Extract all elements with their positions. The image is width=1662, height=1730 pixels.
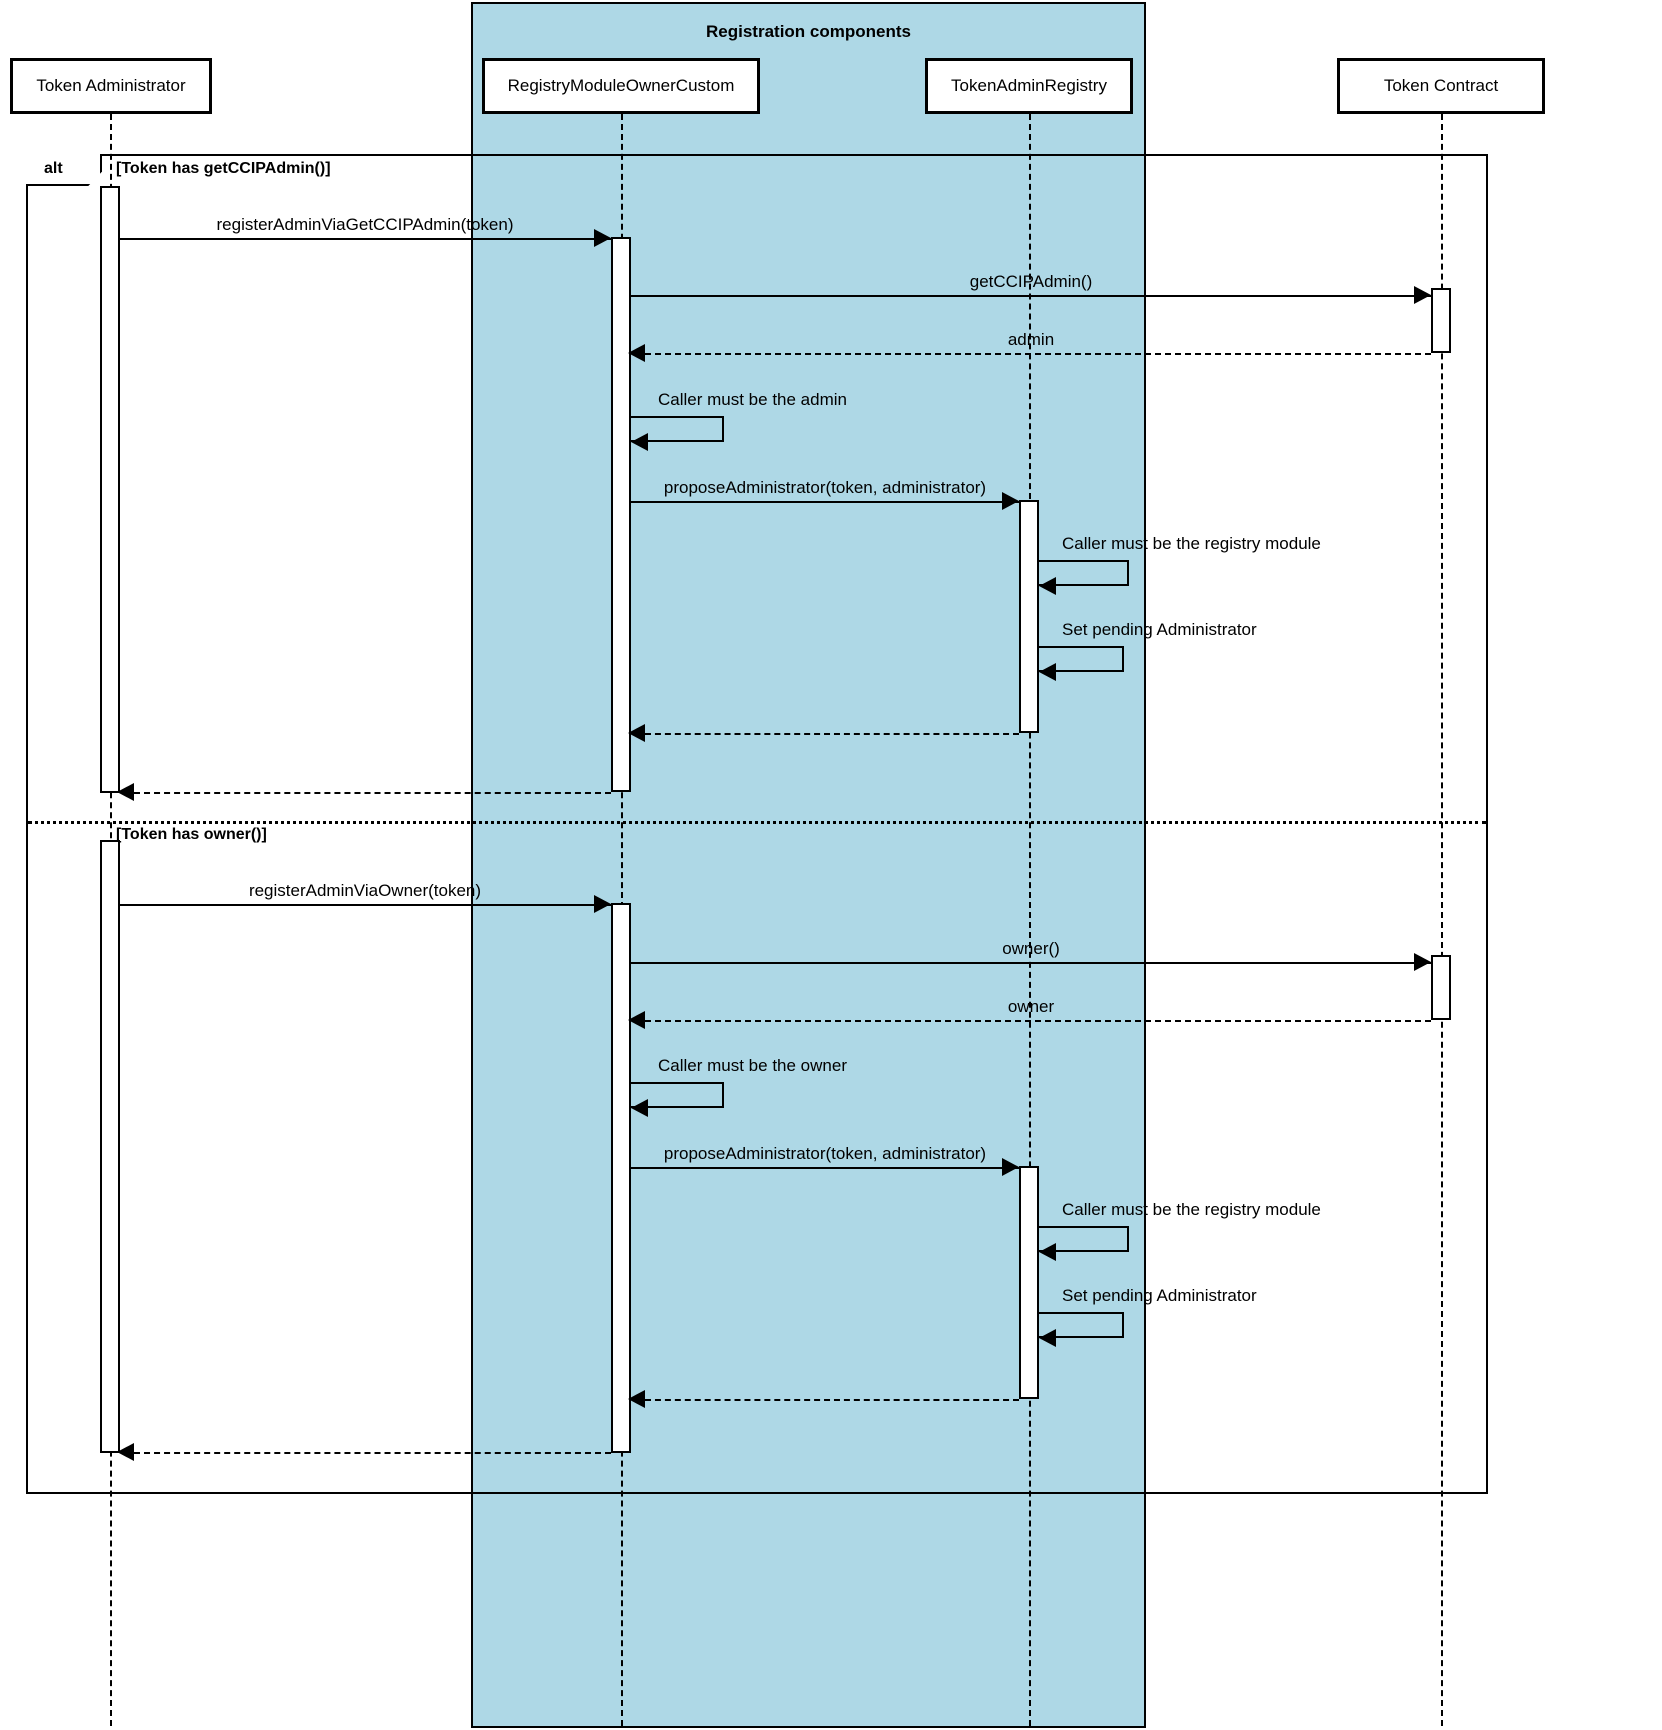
alt-branch-divider — [28, 821, 1486, 824]
message-label-owner-return: owner — [1007, 997, 1055, 1016]
activation-registry-module-2 — [611, 903, 631, 1453]
activation-token-administrator-2 — [100, 840, 120, 1453]
message-label-caller-must-be-registry-module-2: Caller must be the registry module — [1062, 1200, 1321, 1219]
message-line-return-to-token-administrator-2 — [134, 1452, 611, 1454]
activation-token-contract-1 — [1431, 288, 1451, 353]
arrowhead-left — [631, 1099, 648, 1117]
participant-label: Token Contract — [1383, 76, 1499, 95]
message-line-return-to-registry-module — [645, 733, 1019, 735]
arrowhead-left — [628, 344, 645, 362]
alt-guard-branch-2: [Token has owner()] — [116, 826, 267, 843]
arrowhead-left — [117, 783, 134, 801]
group-box-registration-components — [471, 2, 1146, 1728]
message-label-set-pending-administrator: Set pending Administrator — [1062, 620, 1257, 639]
message-line-owner-return — [645, 1020, 1431, 1022]
arrowhead-left — [628, 724, 645, 742]
message-label-caller-must-be-registry-module: Caller must be the registry module — [1062, 534, 1321, 553]
message-label-caller-must-be-owner: Caller must be the owner — [658, 1056, 847, 1075]
message-line-admin-return — [645, 353, 1431, 355]
message-label-admin-return: admin — [1007, 330, 1055, 349]
arrowhead-right — [1414, 953, 1431, 971]
message-label-getccipadmin: getCCIPAdmin() — [969, 272, 1093, 291]
activation-registry-module-1 — [611, 237, 631, 792]
self-message-loop-caller-must-be-registry-module — [1039, 560, 1129, 586]
message-label-propose-administrator: proposeAdministrator(token, administrato… — [663, 478, 987, 497]
arrowhead-left — [628, 1390, 645, 1408]
message-line-propose-administrator — [631, 501, 1019, 503]
activation-token-admin-registry-1 — [1019, 500, 1039, 733]
participant-token-admin-registry[interactable]: TokenAdminRegistry — [925, 58, 1133, 114]
message-line-return-to-token-administrator — [134, 792, 611, 794]
message-label-caller-must-be-admin: Caller must be the admin — [658, 390, 847, 409]
participant-registry-module-owner-custom[interactable]: RegistryModuleOwnerCustom — [482, 58, 760, 114]
participant-label: Token Administrator — [36, 76, 186, 95]
activation-token-contract-2 — [1431, 955, 1451, 1020]
message-line-propose-administrator-2 — [631, 1167, 1019, 1169]
arrowhead-right — [1002, 492, 1019, 510]
arrowhead-right — [1414, 286, 1431, 304]
self-message-loop-set-pending-administrator — [1039, 646, 1124, 672]
message-line-return-to-registry-module-2 — [645, 1399, 1019, 1401]
arrowhead-left — [1039, 663, 1056, 681]
message-label-set-pending-administrator-2: Set pending Administrator — [1062, 1286, 1257, 1305]
self-message-loop-caller-must-be-admin — [631, 416, 724, 442]
message-label-register-admin-via-getccipadmin: registerAdminViaGetCCIPAdmin(token) — [216, 215, 514, 234]
arrowhead-left — [631, 433, 648, 451]
message-label-propose-administrator-2: proposeAdministrator(token, administrato… — [663, 1144, 987, 1163]
self-message-loop-caller-must-be-registry-module-2 — [1039, 1226, 1129, 1252]
arrowhead-right — [594, 895, 611, 913]
alt-fragment-frame — [26, 154, 1488, 1494]
arrowhead-left — [1039, 1329, 1056, 1347]
alt-operator-label: alt — [44, 160, 63, 177]
participant-token-contract[interactable]: Token Contract — [1337, 58, 1545, 114]
arrowhead-right — [594, 229, 611, 247]
self-message-loop-caller-must-be-owner — [631, 1082, 724, 1108]
participant-label: RegistryModuleOwnerCustom — [507, 76, 735, 95]
alt-fragment-operator-tab: alt — [26, 154, 102, 186]
message-line-register-admin-via-getccipadmin — [120, 238, 611, 240]
message-label-owner-call: owner() — [1002, 939, 1060, 958]
arrowhead-left — [1039, 577, 1056, 595]
activation-token-admin-registry-2 — [1019, 1166, 1039, 1399]
message-line-getccipadmin — [631, 295, 1431, 297]
activation-token-administrator-1 — [100, 186, 120, 793]
message-line-register-admin-via-owner — [120, 904, 611, 906]
lifeline-token-contract — [1441, 114, 1443, 1726]
arrowhead-right — [1002, 1158, 1019, 1176]
arrowhead-left — [117, 1443, 134, 1461]
self-message-loop-set-pending-administrator-2 — [1039, 1312, 1124, 1338]
participant-label: TokenAdminRegistry — [951, 76, 1107, 95]
group-box-title: Registration components — [706, 22, 911, 41]
message-label-register-admin-via-owner: registerAdminViaOwner(token) — [248, 881, 482, 900]
arrowhead-left — [1039, 1243, 1056, 1261]
lifeline-token-admin-registry — [1029, 114, 1031, 1726]
participant-token-administrator[interactable]: Token Administrator — [10, 58, 212, 114]
arrowhead-left — [628, 1011, 645, 1029]
message-line-owner-call — [631, 962, 1431, 964]
alt-guard-branch-1: [Token has getCCIPAdmin()] — [116, 160, 331, 177]
